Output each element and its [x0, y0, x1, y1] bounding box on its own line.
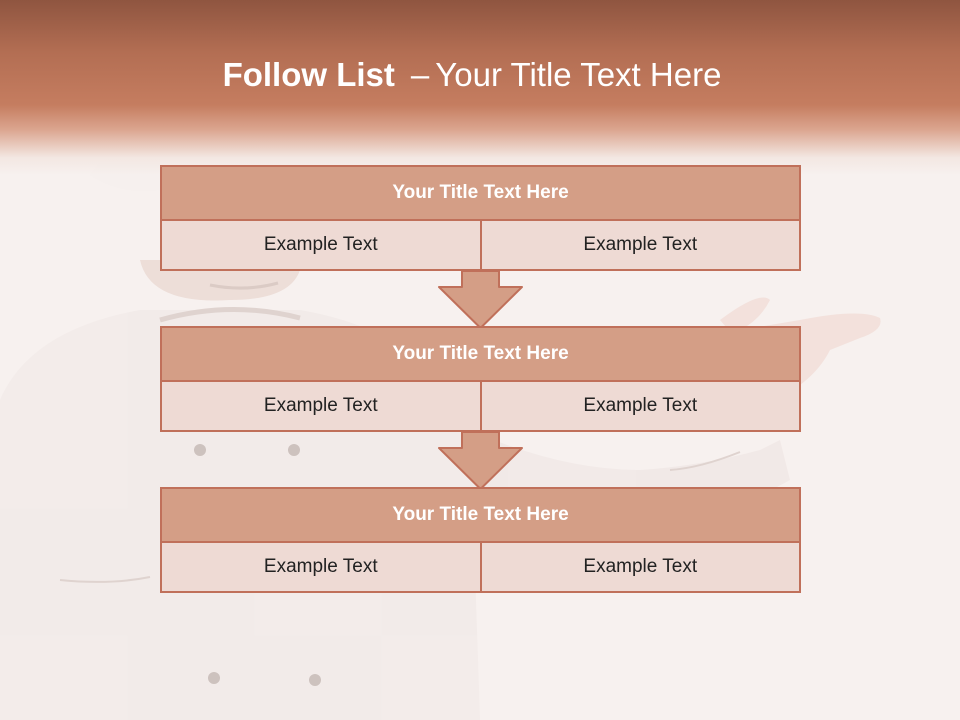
step-right-text: Example Text: [481, 221, 801, 271]
step-title: Your Title Text Here: [160, 326, 801, 382]
title-separator: –: [410, 56, 430, 93]
slide-title: Follow List–Your Title Text Here: [0, 52, 944, 98]
step-title: Your Title Text Here: [160, 165, 801, 221]
step-block-1: Your Title Text Here Example Text Exampl…: [160, 165, 801, 271]
step-right-text: Example Text: [481, 382, 801, 432]
title-bold-part: Follow List: [222, 56, 395, 93]
step-row: Example Text Example Text: [160, 221, 801, 271]
header-band: [0, 0, 960, 175]
step-left-text: Example Text: [160, 221, 482, 271]
step-row: Example Text Example Text: [160, 543, 801, 593]
step-row: Example Text Example Text: [160, 382, 801, 432]
step-block-2: Your Title Text Here Example Text Exampl…: [160, 326, 801, 432]
down-arrow-icon: [438, 431, 523, 490]
title-rest-part: Your Title Text Here: [435, 56, 722, 93]
down-arrow-icon: [438, 270, 523, 329]
step-left-text: Example Text: [160, 382, 482, 432]
step-left-text: Example Text: [160, 543, 482, 593]
step-block-3: Your Title Text Here Example Text Exampl…: [160, 487, 801, 593]
step-right-text: Example Text: [481, 543, 801, 593]
step-title: Your Title Text Here: [160, 487, 801, 543]
